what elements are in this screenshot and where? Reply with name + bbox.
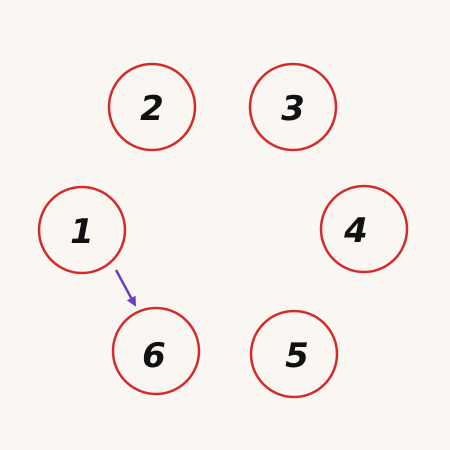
node-6-circle — [111, 306, 201, 396]
node-2-label: 2 — [140, 89, 164, 129]
node-6[interactable]: 6 — [111, 306, 201, 396]
node-2[interactable]: 2 — [107, 62, 197, 152]
node-2-circle — [107, 62, 197, 152]
node-4-circle — [319, 184, 409, 274]
node-1-circle — [37, 185, 127, 275]
node-5[interactable]: 5 — [249, 309, 339, 399]
node-1[interactable]: 1 — [37, 185, 127, 275]
node-5-label: 5 — [285, 336, 309, 376]
node-3-label: 3 — [281, 89, 305, 129]
node-3[interactable]: 3 — [248, 62, 338, 152]
node-5-circle — [249, 309, 339, 399]
node-4[interactable]: 4 — [319, 184, 409, 274]
node-4-label: 4 — [343, 211, 368, 251]
edge-1-to-6 — [114, 269, 137, 307]
node-6-label: 6 — [142, 336, 166, 376]
node-3-circle — [248, 62, 338, 152]
node-1-label: 1 — [70, 212, 94, 252]
